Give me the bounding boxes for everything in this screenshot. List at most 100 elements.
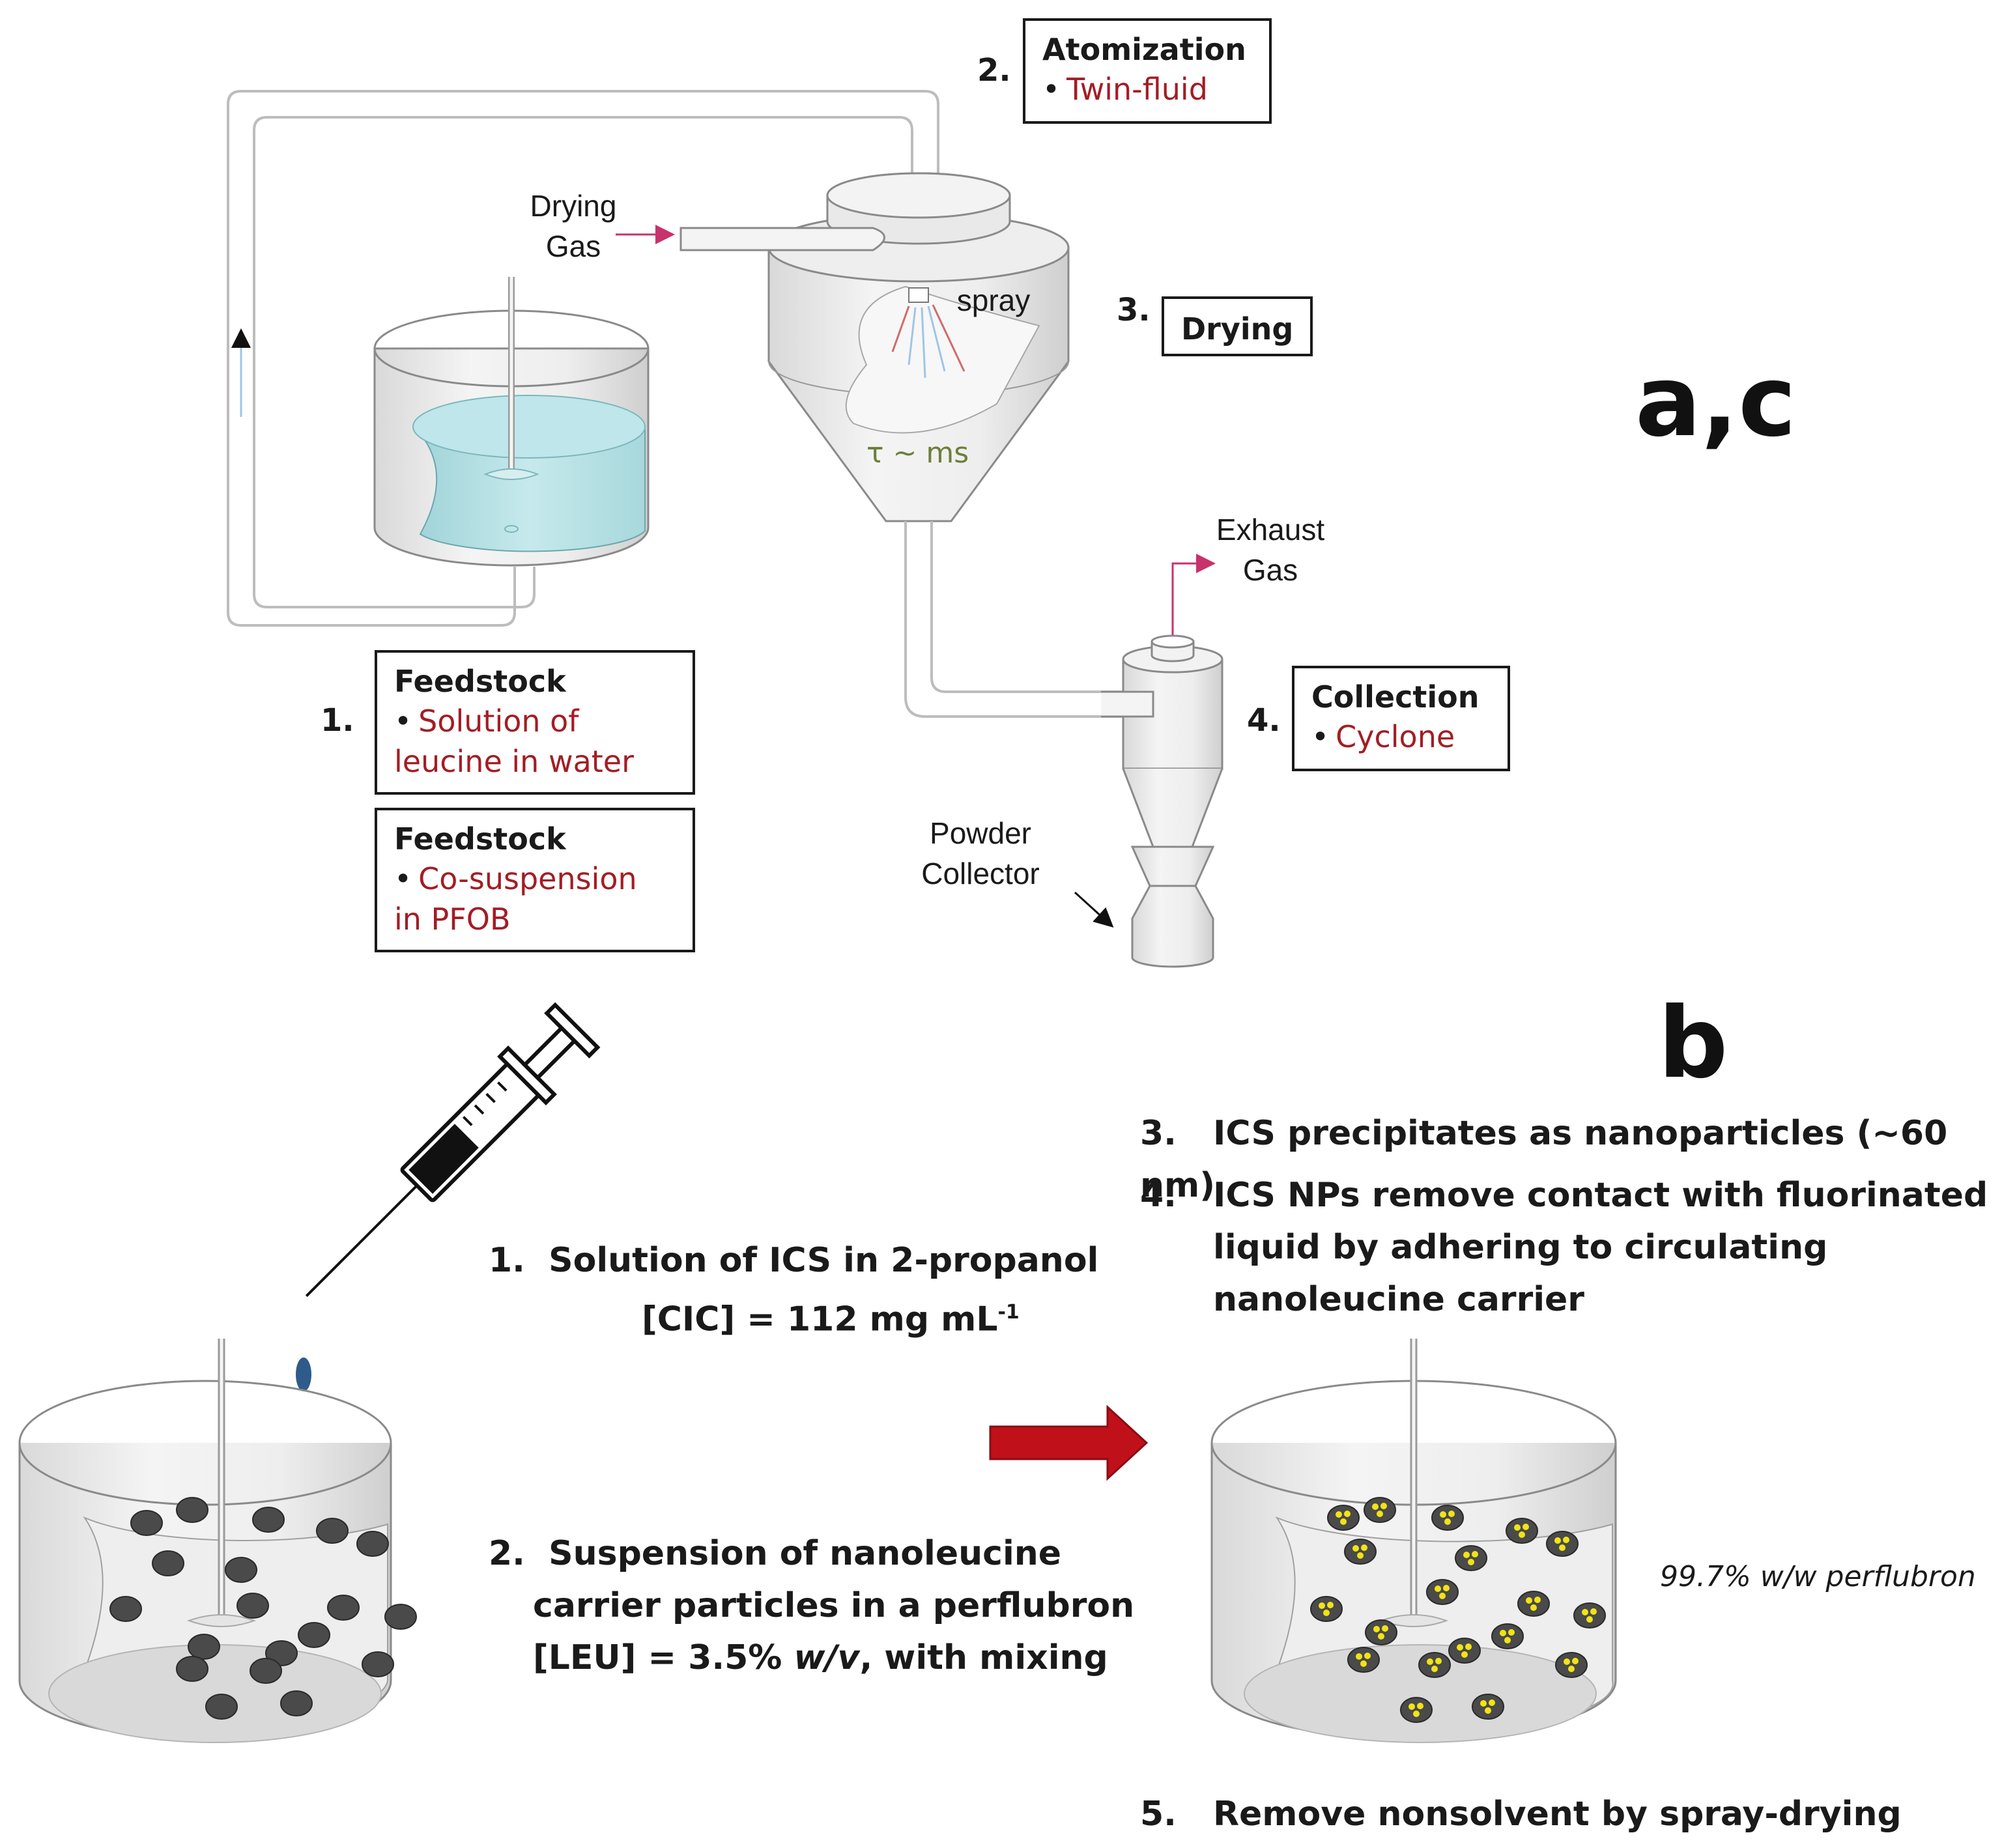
step-1-text: 1. Solution of ICS in 2-propanol [CIC] =…	[489, 1241, 1099, 1339]
carrier-particle	[252, 1507, 285, 1533]
syringe-icon	[305, 1002, 601, 1298]
ics-nanoparticle	[1519, 1531, 1525, 1538]
loaded-carrier-particle	[1347, 1647, 1380, 1673]
ics-nanoparticle	[1319, 1602, 1325, 1609]
loaded-carrier-particle	[1365, 1619, 1397, 1645]
stage-1-number: 1.	[321, 702, 354, 739]
ics-nanoparticle	[1504, 1637, 1511, 1643]
feed-tubing	[227, 90, 939, 627]
ics-nanoparticle	[1472, 1551, 1478, 1557]
loaded-carrier-particle	[1364, 1497, 1396, 1523]
carrier-particle	[280, 1690, 313, 1716]
feedstock-a-line1: Solution of	[418, 704, 579, 739]
ics-nanoparticle	[1508, 1629, 1515, 1636]
ics-nanoparticle	[1443, 1585, 1450, 1591]
loaded-carrier-particle	[1448, 1638, 1481, 1664]
feedstock-b-line1: Co-suspension	[418, 861, 637, 896]
step-2-number: 2.	[489, 1534, 525, 1573]
ics-nanoparticle	[1440, 1511, 1446, 1518]
collection-title: Collection	[1311, 679, 1480, 715]
ics-nanoparticle	[1361, 1544, 1367, 1551]
carrier-particle	[316, 1518, 349, 1544]
feedstock-box-solution: Feedstock •Solution of leucine in water	[375, 650, 695, 795]
carrier-particle	[188, 1634, 220, 1660]
carrier-particle	[298, 1622, 330, 1648]
carrier-particle	[130, 1510, 163, 1536]
ics-nanoparticle	[1534, 1597, 1541, 1603]
loaded-carrier-particle	[1472, 1694, 1504, 1720]
spray-label: spray	[956, 283, 1031, 317]
loaded-carrier-particle	[1344, 1539, 1377, 1565]
ics-nanoparticle	[1582, 1609, 1588, 1615]
ics-nanoparticle	[1377, 1511, 1383, 1517]
step-3-number: 3.	[1140, 1114, 1177, 1153]
ics-nanoparticle	[1485, 1707, 1491, 1714]
carrier-particle	[356, 1531, 389, 1557]
ics-nanoparticle	[1409, 1703, 1415, 1710]
drying-chamber	[679, 172, 1070, 522]
ics-nanoparticle	[1352, 1545, 1359, 1552]
ics-nanoparticle	[1364, 1653, 1371, 1659]
step-2-text: 2. Suspension of nanoleucine carrier par…	[489, 1534, 1135, 1677]
ics-nanoparticle	[1500, 1630, 1506, 1636]
panel-label-ac: a,c	[1635, 345, 1797, 459]
loaded-particles-right	[1310, 1497, 1606, 1723]
powder-collector-arrow	[1074, 891, 1114, 928]
ics-nanoparticle	[1563, 1537, 1569, 1543]
carrier-particle	[362, 1651, 394, 1677]
ics-nanoparticle	[1356, 1653, 1362, 1660]
carrier-particle	[236, 1593, 269, 1619]
feedstock-b-line2: in PFOB	[394, 902, 511, 937]
drying-box: Drying	[1162, 296, 1313, 356]
ics-nanoparticle	[1526, 1597, 1532, 1604]
ics-nanoparticle	[1530, 1604, 1537, 1611]
collection-item: Cyclone	[1336, 719, 1455, 754]
loaded-carrier-particle	[1327, 1505, 1360, 1531]
beaker-right	[1210, 1339, 1617, 1743]
ics-nanoparticle	[1457, 1644, 1463, 1651]
ics-nanoparticle	[1413, 1711, 1420, 1717]
drying-gas-label: Drying Gas	[530, 189, 617, 263]
ics-nanoparticle	[1323, 1610, 1330, 1616]
step-5-number: 5.	[1140, 1795, 1177, 1834]
carrier-particle	[176, 1656, 208, 1682]
carrier-particle	[250, 1658, 282, 1684]
loaded-carrier-particle	[1506, 1518, 1538, 1544]
ics-nanoparticle	[1564, 1658, 1570, 1665]
loaded-carrier-particle	[1573, 1602, 1606, 1628]
powder-collector-label: Powder Collector	[921, 816, 1040, 890]
beaker-left	[18, 1339, 392, 1743]
ics-nanoparticle	[1417, 1703, 1423, 1709]
ics-nanoparticle	[1590, 1608, 1597, 1615]
panel-label-b: b	[1658, 987, 1728, 1100]
feedstock-box-cosuspension: Feedstock •Co-suspension in PFOB	[375, 808, 695, 952]
ics-nanoparticle	[1435, 1658, 1442, 1664]
loaded-carrier-particle	[1310, 1596, 1343, 1622]
carrier-particle	[205, 1694, 238, 1720]
carrier-particle	[327, 1595, 360, 1621]
spray-lines	[891, 304, 965, 378]
collection-box: Collection •Cyclone	[1292, 666, 1510, 771]
loaded-carrier-particle	[1455, 1545, 1487, 1571]
ics-nanoparticle	[1489, 1699, 1495, 1706]
stage-2-number: 2.	[977, 52, 1011, 89]
loaded-carrier-particle	[1431, 1505, 1464, 1531]
ics-nanoparticle	[1554, 1537, 1561, 1544]
ics-nanoparticle	[1427, 1658, 1433, 1665]
ics-nanoparticle	[1435, 1585, 1441, 1592]
feedstock-title-a: Feedstock	[394, 664, 566, 699]
ics-nanoparticle	[1559, 1544, 1566, 1551]
ics-nanoparticle	[1360, 1660, 1367, 1667]
ics-nanoparticle	[1380, 1503, 1387, 1509]
ics-nanoparticle	[1382, 1625, 1388, 1632]
atomization-item: Twin-fluid	[1066, 72, 1208, 107]
loaded-carrier-particle	[1555, 1652, 1588, 1678]
ics-nanoparticle	[1372, 1503, 1379, 1510]
exhaust-gas-arrow	[1171, 554, 1216, 635]
stage-3-number: 3.	[1117, 292, 1151, 328]
loaded-carrier-particle	[1400, 1697, 1433, 1723]
step-4-number: 4.	[1140, 1176, 1177, 1215]
carrier-particle	[384, 1604, 417, 1630]
ics-nanoparticle	[1336, 1511, 1342, 1518]
